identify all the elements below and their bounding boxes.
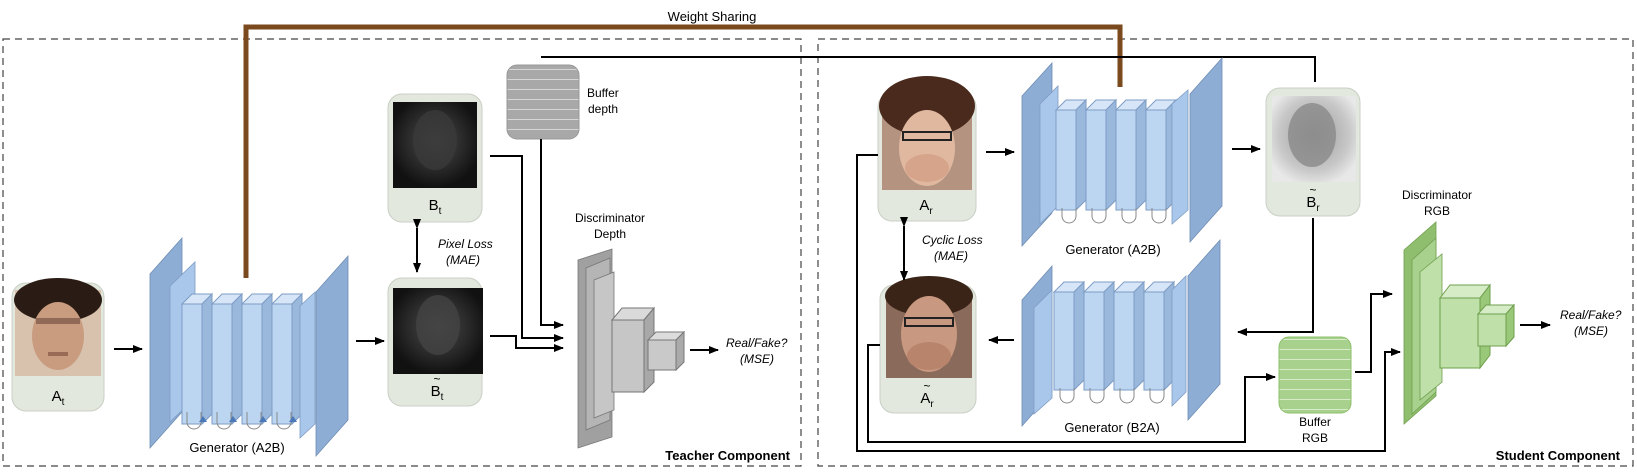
student-component-label: Student Component [1496, 448, 1621, 463]
student-reconstruction-card: ~ Ar [879, 276, 977, 414]
student-reconstruction-label: Ar [920, 390, 934, 410]
teacher-fake-depth-card: ~ Bt [387, 277, 483, 407]
teacher-component-box [2, 38, 802, 467]
student-input-image-card: Ar [877, 76, 977, 222]
student-discriminator-inputs [856, 154, 1401, 452]
face-photo-student [879, 76, 975, 190]
teacher-fake-depth-label: Bt [431, 383, 444, 403]
buffer-rgb-label-1: Buffer [1299, 415, 1331, 429]
student-fake-depth-label: Br [1306, 194, 1320, 214]
teacher-discriminator-inputs [490, 56, 1316, 352]
buffer-rgb [1278, 336, 1352, 414]
depth-discriminator-label-2: Depth [594, 227, 626, 241]
buffer-depth-label-1: Buffer [587, 86, 619, 100]
student-reconstruction-tilde: ~ [923, 379, 930, 393]
face-photo-reconstructed [885, 276, 973, 378]
teacher-fake-depth-tilde: ~ [433, 372, 440, 386]
teacher-generator-blocks [180, 292, 304, 426]
teacher-generator [149, 236, 349, 458]
teacher-component-label: Teacher Component [665, 448, 790, 463]
cyclic-loss-metric: (MAE) [934, 249, 968, 263]
face-photo-teacher [14, 278, 102, 376]
buffer-rgb-label-2: RGB [1302, 431, 1328, 445]
skip-connections [186, 412, 292, 430]
pixel-loss-metric: (MAE) [446, 253, 480, 267]
student-output-label-2: (MSE) [1574, 324, 1608, 338]
rgb-discriminator-label-1: Discriminator [1402, 188, 1472, 202]
teacher-output-label-1: Real/Fake? [726, 336, 788, 350]
teacher-input-label: At [52, 388, 65, 408]
student-input-label: Ar [919, 197, 933, 217]
student-gen-b2a-label: Generator (B2A) [1064, 420, 1159, 435]
teacher-real-depth-card: Bt [387, 93, 483, 223]
arrow-fake-depth-to-b2a [1237, 218, 1314, 336]
student-gen-a2b-label: Generator (A2B) [1065, 242, 1160, 257]
teacher-input-image-card: At [11, 278, 105, 412]
teacher-real-depth-label: Bt [429, 197, 442, 217]
pixel-loss-label: Pixel Loss [438, 237, 493, 251]
buffer-depth-label-2: depth [588, 102, 618, 116]
student-component-box [817, 38, 1634, 467]
student-fake-depth-tilde: ~ [1309, 183, 1316, 197]
teacher-output-label-2: (MSE) [740, 352, 774, 366]
student-generator-a2b [1021, 56, 1223, 248]
buffer-depth [506, 64, 580, 140]
cyclic-loss-label: Cyclic Loss [922, 233, 983, 247]
teacher-generator-label: Generator (A2B) [189, 440, 284, 455]
student-output-label-1: Real/Fake? [1560, 308, 1622, 322]
student-fake-depth-card: ~ Br [1265, 87, 1361, 217]
weight-sharing-label: Weight Sharing [668, 9, 757, 24]
rgb-discriminator-label-2: RGB [1424, 204, 1450, 218]
depth-discriminator-label-1: Discriminator [575, 211, 645, 225]
depth-discriminator [577, 248, 686, 449]
rgb-discriminator [1403, 221, 1516, 425]
student-generator-b2a [1021, 238, 1221, 428]
